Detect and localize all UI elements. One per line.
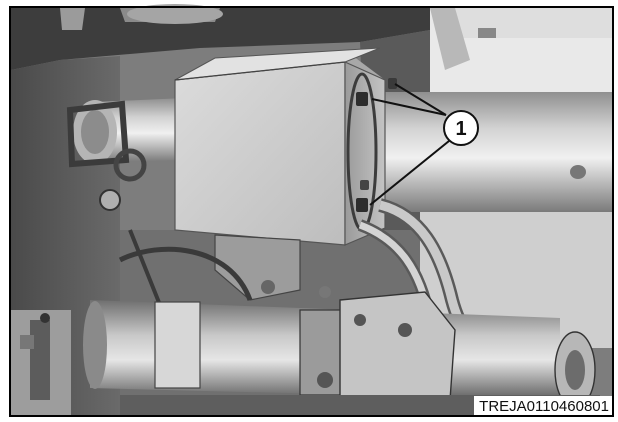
bolt-group: [356, 78, 397, 212]
callout-1: 1: [443, 110, 479, 146]
callout-number: 1: [455, 118, 466, 140]
image-code: TREJA0110460801: [479, 398, 609, 415]
image-code-label: TREJA0110460801: [474, 396, 612, 415]
figure-border: [9, 6, 614, 417]
illustration-area: [11, 4, 612, 415]
callout-leader-lines: [369, 83, 450, 206]
